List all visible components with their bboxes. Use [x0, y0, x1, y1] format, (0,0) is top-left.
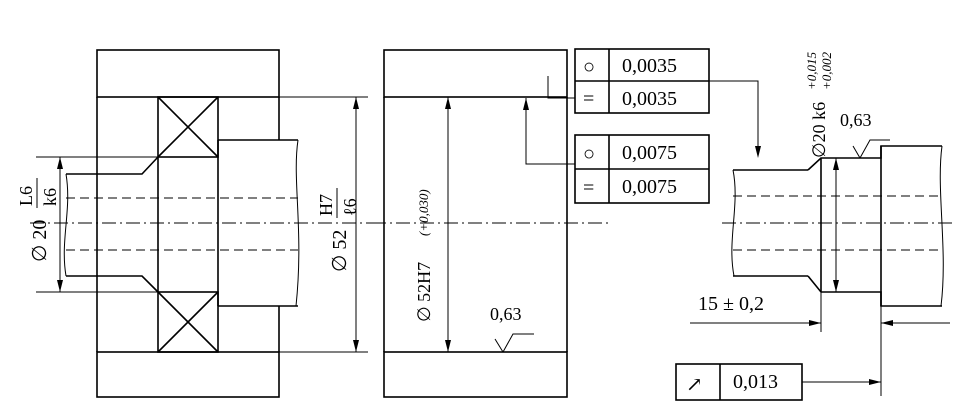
profile-value: 0,0035 — [622, 88, 677, 110]
housing-fit-prefix: ∅ 52 — [329, 230, 351, 272]
shaft-fit-denominator: k6 — [40, 188, 60, 206]
bore-dimension-label: ∅ 52H7 — [414, 262, 434, 322]
roundness-symbol-icon: ○ — [583, 56, 595, 78]
left-assembly-view: ∅ 20 L6 k6 ∅ 52 H7 ℓ6 — [16, 49, 380, 398]
shaft-fit-prefix: ∅ 20 — [29, 220, 51, 262]
profile-value-2: 0,0075 — [622, 176, 677, 198]
runout-frame: ↗ 0,013 — [675, 363, 881, 401]
bore-roughness: 0,63 — [490, 304, 522, 324]
journal-dimension-label: ∅20 k6 — [809, 102, 829, 158]
bore-tolerance: (+0,030) — [416, 189, 431, 236]
tolerance-frame-group-2: ○ 0,0075 = 0,0075 — [574, 134, 710, 204]
bearing — [157, 96, 219, 353]
right-shaft-view: ∅20 k6 +0,015 +0,002 0,63 15 ± 0,2 ↗ 0,0… — [675, 51, 955, 401]
housing-fit-denominator: ℓ6 — [340, 198, 360, 216]
roundness-value-2: 0,0075 — [622, 142, 677, 164]
runout-value: 0,013 — [733, 371, 778, 393]
tolerance-frame-group-1: ○ 0,0035 = 0,0035 — [574, 48, 710, 114]
shaft — [63, 139, 300, 307]
runout-arrow-icon: ↗ — [686, 374, 703, 396]
housing-top-section — [96, 49, 280, 98]
journal-roughness: 0,63 — [840, 110, 872, 130]
middle-housing-top-section — [383, 49, 568, 98]
middle-housing-view: ∅ 52H7 (+0,030) 0,63 ○ 0,0035 = 0,0035 ○… — [372, 48, 761, 398]
shaft-fit-numerator: L6 — [16, 186, 36, 206]
housing-bottom-section — [96, 351, 280, 398]
roundness-value: 0,0035 — [622, 55, 677, 77]
middle-housing-bottom-section — [383, 351, 568, 398]
housing-fit-numerator: H7 — [316, 194, 336, 216]
profile-symbol-icon: = — [583, 177, 594, 199]
roundness-symbol-icon: ○ — [583, 143, 595, 165]
upper-deviation: +0,015 — [804, 51, 819, 90]
profile-symbol-icon: = — [583, 88, 594, 110]
lower-deviation: +0,002 — [819, 51, 834, 90]
length-dimension: 15 ± 0,2 — [698, 293, 764, 315]
